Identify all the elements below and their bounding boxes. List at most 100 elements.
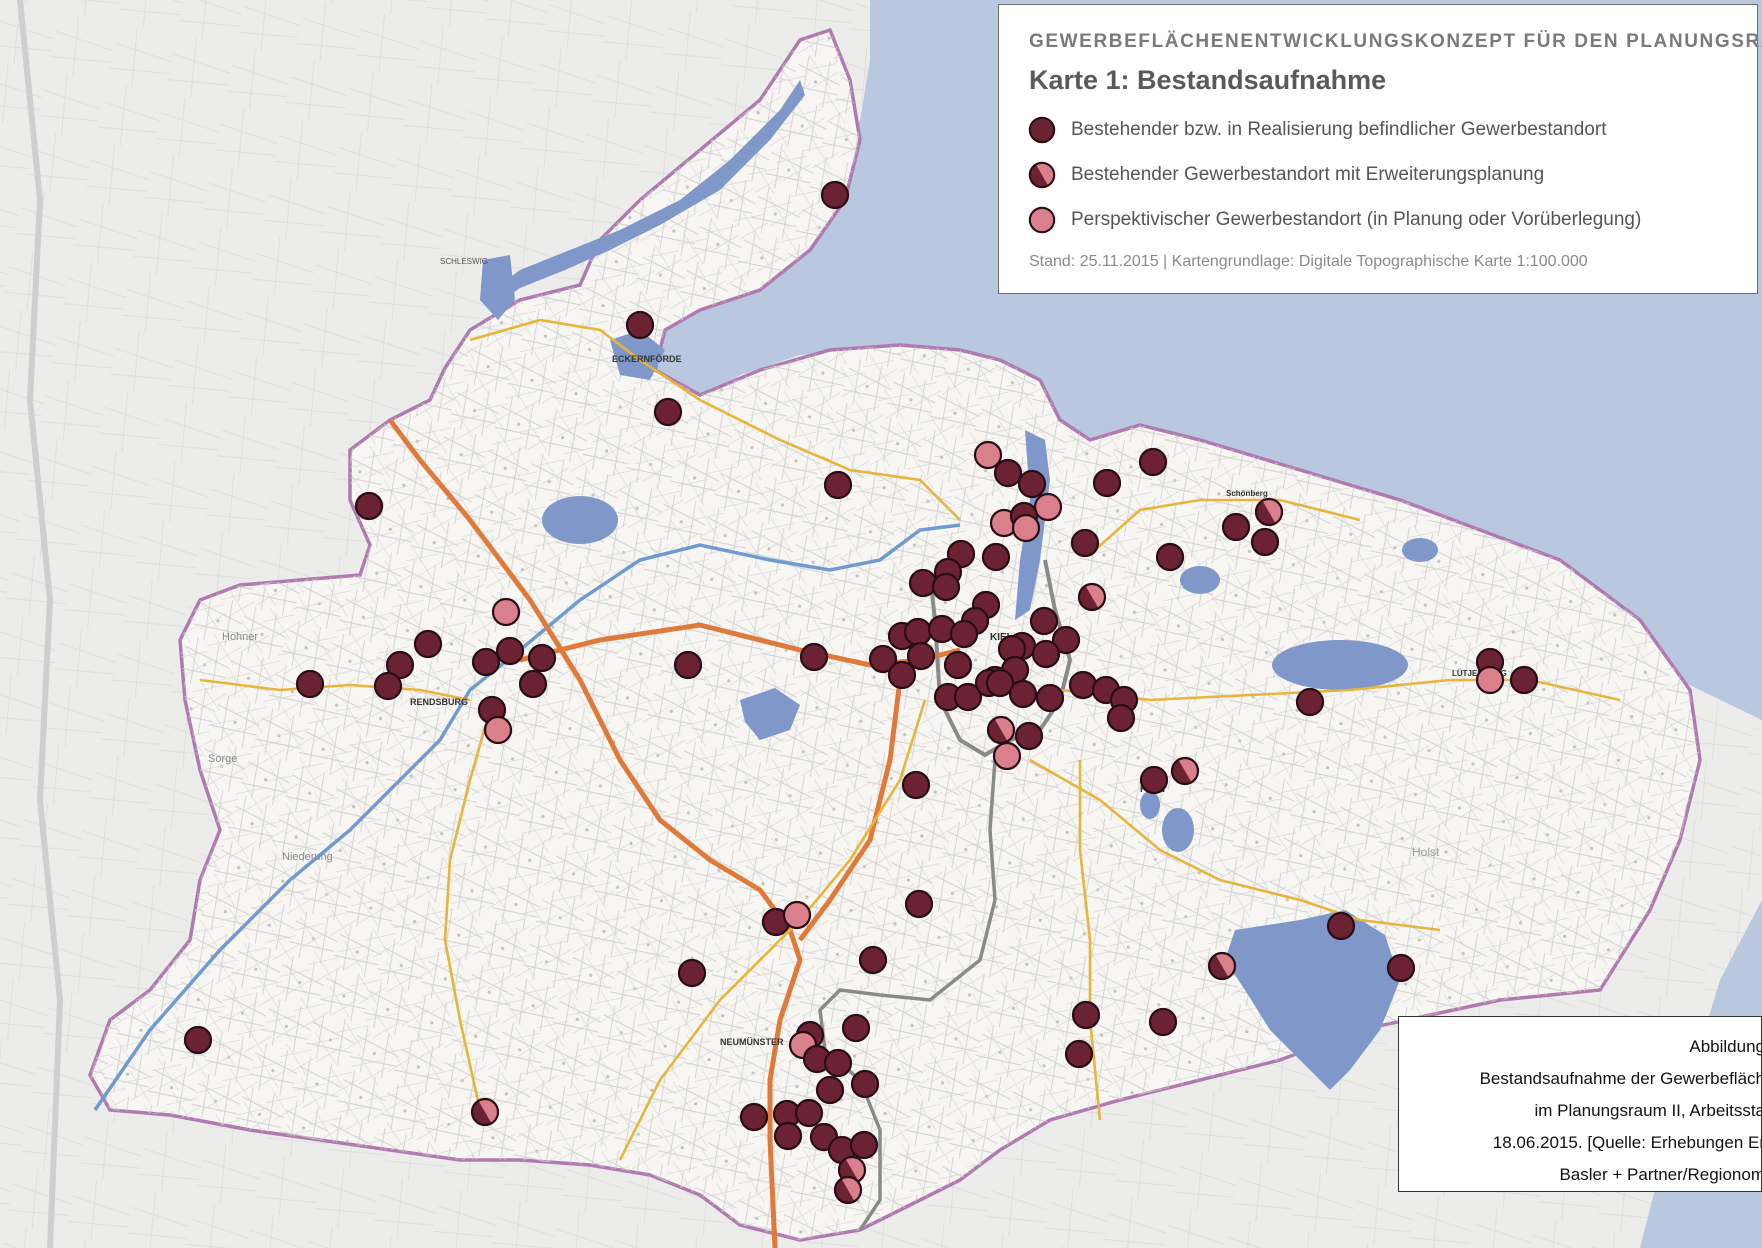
- b203: [199, 678, 471, 702]
- site-marker-full: [354, 491, 384, 521]
- site-marker-full: [887, 660, 917, 690]
- place-label: RENDSBURG: [410, 697, 468, 707]
- site-marker-full: [794, 1098, 824, 1128]
- site-marker-half: [833, 1175, 863, 1205]
- place-label: Holst: [1412, 845, 1440, 859]
- site-markers: [183, 180, 1539, 1205]
- legend-kicker: GEWERBEFLÄCHENENTWICKLUNGSKONZEPT FÜR DE…: [1029, 31, 1762, 52]
- site-marker-full: [1008, 679, 1038, 709]
- legend-panel: GEWERBEFLÄCHENENTWICKLUNGSKONZEPT FÜR DE…: [998, 4, 1762, 294]
- site-marker-full: [799, 642, 829, 672]
- site-marker-full: [985, 668, 1015, 698]
- site-half-icon: [1028, 161, 1056, 189]
- site-marker-full: [1326, 911, 1356, 941]
- lake-great-ploener-see: [1225, 910, 1400, 1090]
- site-marker-full: [943, 650, 973, 680]
- site-marker-light: [973, 440, 1003, 470]
- site-marker-full: [823, 1048, 853, 1078]
- site-marker-full: [1148, 1007, 1178, 1037]
- site-marker-light: [782, 900, 812, 930]
- place-label: Schönberg: [1226, 489, 1268, 498]
- site-marker-full: [823, 470, 853, 500]
- site-full-icon: [1028, 116, 1056, 144]
- autobahn-a215: [798, 679, 903, 942]
- b503: [1094, 498, 1361, 551]
- figure-caption: Abbildung Bestandsaufnahme der Gewerbefl…: [1398, 1016, 1762, 1192]
- site-marker-light: [491, 597, 521, 627]
- legend-title: Karte 1: Bestandsaufnahme: [1029, 65, 1387, 95]
- site-marker-full: [1035, 683, 1065, 713]
- site-marker-full: [773, 1121, 803, 1151]
- site-marker-full: [1014, 721, 1044, 751]
- district-border-south: [818, 759, 997, 1231]
- site-marker-full: [495, 636, 525, 666]
- site-marker-full: [904, 889, 934, 919]
- place-label: Hohner: [222, 631, 258, 643]
- site-marker-full: [903, 617, 933, 647]
- site-marker-full: [868, 644, 898, 674]
- site-marker-full: [1106, 703, 1136, 733]
- legend-item-label: Bestehender Gewerbestandort mit Erweiter…: [1071, 164, 1545, 185]
- schlei-lake: [480, 255, 515, 320]
- b430: [1029, 758, 1441, 932]
- legend-item-perspective: Perspektivischer Gewerbestandort (in Pla…: [1027, 203, 1641, 237]
- site-marker-full: [1155, 542, 1185, 572]
- site-marker-full: [518, 669, 548, 699]
- legend-item-existing: Bestehender bzw. in Realisierung befindl…: [1027, 113, 1606, 147]
- site-marker-full: [653, 397, 683, 427]
- site-marker-full: [1386, 953, 1416, 983]
- outside-road-west: [17, 0, 64, 1248]
- site-marker-full: [820, 180, 850, 210]
- site-marker-light: [483, 715, 513, 745]
- place-label: KIEL: [990, 632, 1013, 643]
- site-marker-full: [815, 1075, 845, 1105]
- caption-line: Abbildung: [1689, 1037, 1762, 1056]
- site-marker-full: [1295, 687, 1325, 717]
- caption-line: Basler + Partner/Regionom: [1559, 1165, 1762, 1184]
- site-marker-full: [373, 671, 403, 701]
- site-marker-full: [1250, 527, 1280, 557]
- site-marker-half: [986, 715, 1016, 745]
- lake-small-4: [1140, 791, 1160, 819]
- legend-item-label: Bestehender bzw. in Realisierung befindl…: [1071, 119, 1607, 140]
- site-marker-full: [949, 619, 979, 649]
- site-marker-full: [1064, 1039, 1094, 1069]
- legend-item-label: Perspektivischer Gewerbestandort (in Pla…: [1071, 209, 1642, 230]
- site-marker-half: [1170, 756, 1200, 786]
- b404: [1078, 760, 1102, 1121]
- legend-item-expansion: Bestehender Gewerbestandort mit Erweiter…: [1027, 158, 1544, 192]
- site-marker-full: [1221, 512, 1251, 542]
- lake-selenter-see: [1272, 640, 1408, 690]
- b76: [469, 318, 961, 521]
- lake-westensee: [740, 688, 800, 740]
- site-marker-full: [849, 1130, 879, 1160]
- site-marker-full: [981, 542, 1011, 572]
- site-marker-full: [1070, 528, 1100, 558]
- site-marker-full: [625, 310, 655, 340]
- site-marker-full: [1138, 447, 1168, 477]
- site-marker-full: [1092, 468, 1122, 498]
- site-marker-full: [677, 958, 707, 988]
- place-label: NEUMÜNSTER: [720, 1037, 784, 1047]
- place-label: SCHLESWIG: [440, 257, 488, 266]
- caption-line: Bestandsaufnahme der Gewerbefläch: [1479, 1069, 1762, 1088]
- site-marker-full: [183, 1025, 213, 1055]
- place-label: Sorge: [208, 753, 237, 765]
- place-label: ECKERNFÖRDE: [612, 354, 682, 364]
- site-marker-full: [1509, 665, 1539, 695]
- caption-line: 18.06.2015. [Quelle: Erhebungen Er: [1492, 1133, 1762, 1152]
- site-marker-full: [953, 682, 983, 712]
- lake-small-1: [1180, 566, 1220, 594]
- site-marker-full: [841, 1013, 871, 1043]
- site-marker-light: [992, 741, 1022, 771]
- b77: [443, 709, 492, 1111]
- site-marker-light: [1033, 492, 1063, 522]
- place-label: Niederung: [282, 851, 333, 863]
- site-marker-full: [850, 1069, 880, 1099]
- site-marker-half: [1207, 951, 1237, 981]
- site-marker-full: [858, 945, 888, 975]
- site-marker-full: [739, 1102, 769, 1132]
- site-marker-full: [1071, 1000, 1101, 1030]
- site-marker-full: [1068, 670, 1098, 700]
